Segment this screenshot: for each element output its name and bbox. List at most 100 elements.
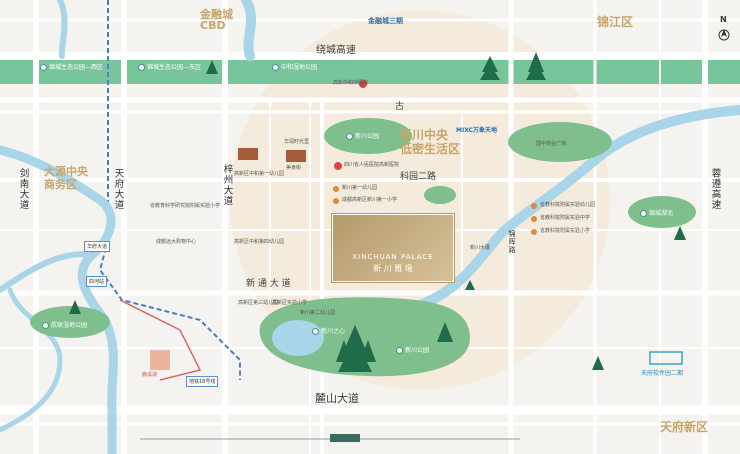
poi-xinchuan-kinder2: 新川第二幼儿园 xyxy=(300,311,335,316)
district-tianfu-new-area: 天府新区 xyxy=(660,420,709,434)
poi-gaoxin-zhonghe: 高新区中和第一幼儿园 xyxy=(234,172,284,177)
park-right xyxy=(628,196,696,228)
green-belt-mid-text: 锦城生态公园—东区 xyxy=(147,63,202,71)
district-financial-city: 金融城 CBD xyxy=(200,9,233,31)
park-marker-icon xyxy=(138,64,145,71)
district-xinchuan-line2: 低密生活区 xyxy=(400,142,461,156)
road-tianfu: 天府大道 xyxy=(112,168,124,210)
poi-xinchuan-square: 新川大厦 xyxy=(470,246,490,251)
poi-keyuan-kinder-text: 省教科院附属实验幼儿园 xyxy=(540,202,596,208)
district-xinchuan: 新川中央 低密生活区 xyxy=(400,128,460,156)
metro-line-red xyxy=(119,299,202,381)
poi-kinder-xinchuan3: 高新区第三幼儿园 xyxy=(238,301,278,306)
park-left xyxy=(30,306,110,338)
poi-chengdu-mall: 成都远大购物中心 xyxy=(156,240,196,245)
green-belt-mid-label: 锦城生态公园—东区 xyxy=(138,64,201,71)
park-marker-icon xyxy=(396,347,403,354)
district-financial-city-line1: 金融城 xyxy=(200,8,233,21)
poi-chengdu-gaoxin-primary-text: 成都高新区新川第一小学 xyxy=(342,197,398,203)
poi-gaoxin-zhonghe-text: 高新区中和第一幼儿园 xyxy=(234,171,285,177)
landmark-lujiang: 鹿溪湖 xyxy=(142,372,158,378)
landmark-hanglian-park: 航联湿地公园 xyxy=(42,322,87,329)
poi-gaoxin-hospital-text: 高新中和中医院 xyxy=(333,80,369,86)
park-marker-icon xyxy=(42,322,49,329)
road-zizhou: 梓州大道 xyxy=(221,164,233,206)
district-financial-city-line2: CBD xyxy=(200,19,226,32)
landmark-xinchuan-heart-text: 新川之心 xyxy=(321,327,346,335)
lake xyxy=(272,320,324,356)
poi-keyuan-school-left-text: 省教育科学研究院附属实验小学 xyxy=(150,203,221,209)
poi-xinchuan-kinder1: 新川第一幼儿园 xyxy=(342,186,377,191)
park-zhongyang xyxy=(508,122,612,162)
landmark-xinchuan-park2-text: 新川公园 xyxy=(405,346,430,354)
mall-icon xyxy=(238,148,258,160)
tianfu-park-icon xyxy=(649,351,683,365)
poi-keyuan-primary-text: 省教科院附属实验小学 xyxy=(540,228,591,234)
landmark-hanglian-park-text: 航联湿地公园 xyxy=(51,321,88,329)
luxi-icon xyxy=(150,350,170,370)
landmark-mixc: MIXC万象天地 xyxy=(456,127,498,134)
poi-jinrong-plaza: 国中商业广场 xyxy=(536,142,566,147)
road-lushan: 麓山大道 xyxy=(315,392,359,405)
project-name-cn: 新 川 雅 境 xyxy=(373,264,413,273)
landmark-xinchuan-park2: 新川公园 xyxy=(396,347,429,354)
project-name-en: XINCHUAN PALACE xyxy=(352,253,434,261)
tree-icon xyxy=(69,52,686,372)
poi-xinchuan-kinder1-text: 新川第一幼儿园 xyxy=(342,185,378,191)
poi-kinder-primary-text: 高新区实验小学 xyxy=(272,300,308,306)
road-rongzun: 蓉遵高速 xyxy=(709,168,721,210)
green-belt-right-text: 中和湿地公园 xyxy=(281,63,318,71)
food-street-icon xyxy=(286,150,306,162)
park-small xyxy=(424,186,456,204)
landmark-jinchen-hubei: 锦城湖北 xyxy=(640,210,673,217)
poi-food-street: 美食街 xyxy=(286,166,301,171)
landmark-xinchuan-heart: 新川之心 xyxy=(312,328,345,335)
poi-kinder-primary: 高新区实验小学 xyxy=(272,301,307,306)
train-icon xyxy=(330,434,360,442)
landmark-jinchen-hubei-text: 锦城湖北 xyxy=(649,209,674,217)
poi-keyuan-primary: 省教科院附属实验小学 xyxy=(540,229,590,234)
poi-food-street-text: 美食街 xyxy=(286,165,302,171)
poi-xinchuan-kinder2-text: 新川第二幼儿园 xyxy=(300,310,336,316)
poi-kinder-xinchuan3-text: 高新区第三幼儿园 xyxy=(238,300,279,306)
district-dayuan-line1: 大源中央 xyxy=(44,165,88,178)
poi-gaoxin-kinder4: 高新区中和第四幼儿园 xyxy=(234,240,284,245)
metro-station-huafu[interactable]: 华府大道 xyxy=(84,241,111,252)
poi-tianyi-street: 华润时光里 xyxy=(284,140,309,145)
park-xinchuan-heart xyxy=(259,297,470,377)
poi-gaoxin-kinder4-text: 高新区中和第四幼儿园 xyxy=(234,239,285,245)
park-marker-icon xyxy=(346,133,353,140)
poi-keyuan-school-left: 省教育科学研究院附属实验小学 xyxy=(150,204,220,209)
poi-keyuan-kinder: 省教科院附属实验幼儿园 xyxy=(540,203,595,208)
poi-sichuan-hospital: 四川省人民医院高新医院 xyxy=(344,163,399,168)
park-xinchuan xyxy=(324,118,412,154)
poi-jinrong-plaza-text: 国中商业广场 xyxy=(536,141,567,147)
road-jiannan: 剑南大道 xyxy=(17,168,29,210)
project-xinchuan-palace[interactable]: XINCHUAN PALACE 新 川 雅 境 xyxy=(332,214,454,282)
poi-gaoxin-hospital: 高新中和中医院 xyxy=(333,81,368,86)
poi-chengdu-mall-text: 成都远大购物中心 xyxy=(156,239,197,245)
green-belt-right-label: 中和湿地公园 xyxy=(272,64,317,71)
road-gu: 古 xyxy=(395,102,405,112)
landmark-tianfu-software: 天府软件园二期 xyxy=(641,370,684,377)
poi-chengdu-gaoxin-primary: 成都高新区新川第一小学 xyxy=(342,198,397,203)
green-belt xyxy=(0,56,740,84)
poi-xinchuan-square-text: 新川大厦 xyxy=(470,245,491,251)
poi-keyuan-middle: 省教科院附属实验中学 xyxy=(540,216,590,221)
road-jinhui: 锦晖路 xyxy=(508,230,516,254)
park-marker-icon xyxy=(272,64,279,71)
road-raocheng: 绕城高速 xyxy=(316,45,356,56)
green-belt-left-label: 锦城生态公园—西区 xyxy=(40,64,103,71)
north-label: N xyxy=(720,15,727,24)
park-marker-icon xyxy=(640,210,647,217)
road-xintong: 新 通 大 道 xyxy=(246,279,291,289)
park-marker-icon xyxy=(40,64,47,71)
district-xinchuan-line1: 新川中央 xyxy=(400,128,449,142)
landmark-xinchuan-park-text: 新川公园 xyxy=(355,132,380,140)
metro-station-sihe[interactable]: 四河站 xyxy=(86,276,108,287)
poi-keyuan-middle-text: 省教科院附属实验中学 xyxy=(540,215,591,221)
landmark-xinchuan-park: 新川公园 xyxy=(346,133,379,140)
